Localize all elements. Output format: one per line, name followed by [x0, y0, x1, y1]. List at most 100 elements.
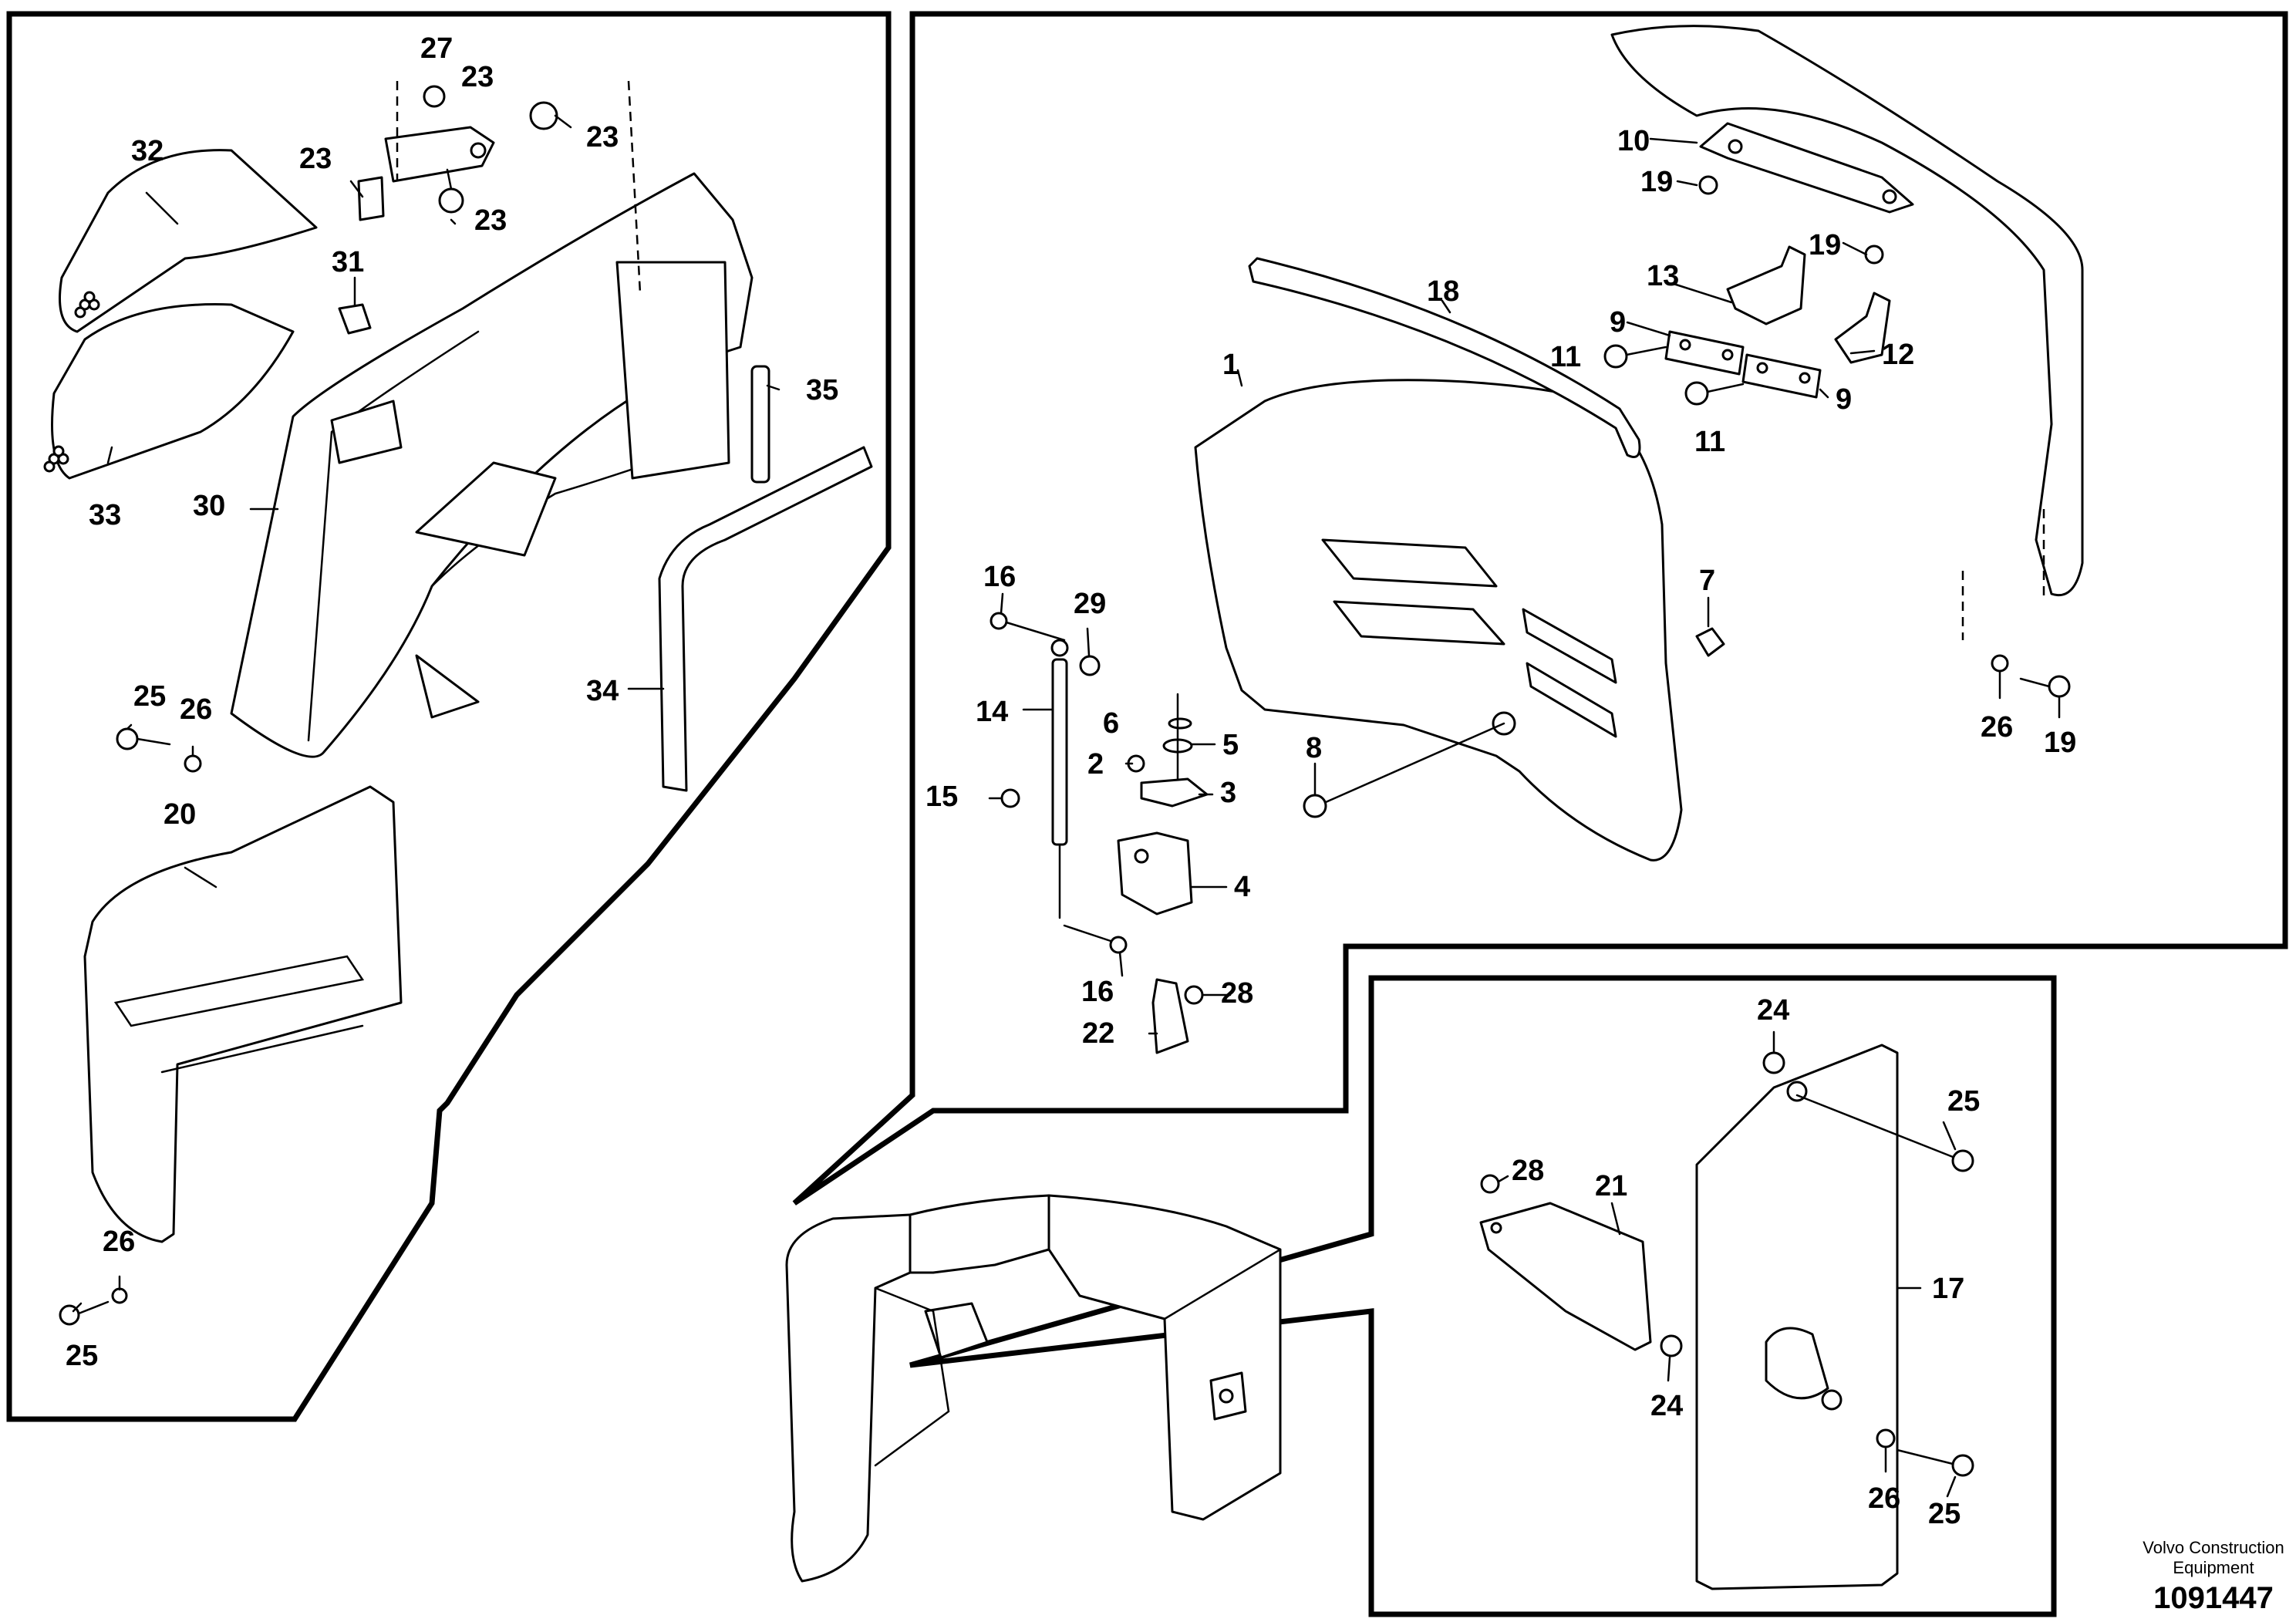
callout-9-upper: 9 — [1610, 306, 1626, 339]
window-panel-32 — [59, 149, 318, 333]
bolt-27 — [423, 85, 446, 108]
callout-23-top: 23 — [461, 61, 494, 93]
clip-6 — [1168, 693, 1192, 781]
cover-plate-17 — [1695, 1044, 1899, 1590]
window-panel-33 — [43, 303, 295, 480]
callout-30: 30 — [193, 490, 225, 522]
bolt-11-upper — [1603, 344, 1667, 369]
callout-1: 1 — [1222, 349, 1239, 381]
brand-line-1: Volvo Construction — [2143, 1538, 2284, 1557]
callout-23-lower: 23 — [474, 204, 507, 237]
callout-14: 14 — [976, 696, 1008, 728]
counterweight-frame — [1610, 25, 2084, 640]
bolt-19-lower — [2019, 675, 2071, 698]
footer: Volvo Construction Equipment 1091447 — [2143, 1538, 2284, 1615]
hood-cover-30 — [230, 172, 754, 758]
left-leader-lines — [72, 114, 781, 1313]
bolt-16-upper — [990, 612, 1066, 642]
bracket-23-assembly — [357, 80, 642, 294]
bolt-28-lower — [1480, 1174, 1500, 1194]
callout-17: 17 — [1932, 1273, 1964, 1305]
clip-7 — [1695, 627, 1725, 657]
callout-8: 8 — [1306, 732, 1322, 764]
callout-22: 22 — [1082, 1017, 1114, 1050]
washer-26-right — [1991, 654, 2009, 673]
bolt-19-middle — [1864, 244, 1884, 265]
bolt-19-upper — [1698, 175, 1718, 195]
bracket-10 — [1699, 122, 1914, 214]
callout-29: 29 — [1074, 588, 1106, 620]
bracket-21 — [1479, 1202, 1652, 1351]
callout-13: 13 — [1647, 260, 1679, 292]
washer-15 — [1000, 788, 1020, 808]
latch-part-31 — [338, 303, 372, 335]
plate-9-lower — [1741, 353, 1822, 399]
callout-23-right: 23 — [586, 121, 619, 153]
callout-20: 20 — [164, 798, 196, 831]
callout-11-upper: 11 — [1550, 341, 1581, 373]
callout-19-lower: 19 — [2044, 727, 2076, 759]
callout-26-right: 26 — [1981, 711, 2013, 744]
callout-32: 32 — [131, 135, 164, 167]
striker-22 — [1151, 978, 1189, 1054]
lower-right-detail-frame — [909, 975, 2057, 1617]
side-cover-20 — [83, 785, 403, 1243]
callout-25-left-lower: 25 — [66, 1340, 98, 1372]
callout-19-middle: 19 — [1809, 229, 1841, 261]
callout-21: 21 — [1595, 1170, 1627, 1202]
callout-15: 15 — [925, 781, 958, 813]
washer-26-left-upper — [184, 754, 202, 773]
callout-10: 10 — [1617, 125, 1650, 157]
callout-26-lower-right: 26 — [1868, 1482, 1900, 1515]
nut-29 — [1079, 655, 1101, 676]
callout-9-lower: 9 — [1836, 383, 1852, 416]
bracket-13 — [1726, 245, 1806, 325]
callout-24-upper: 24 — [1757, 994, 1789, 1027]
callout-12: 12 — [1882, 339, 1914, 371]
washer-26-lower-right — [1876, 1428, 1896, 1448]
gas-spring-14 — [1050, 639, 1069, 919]
callout-27: 27 — [420, 32, 453, 65]
brand-line-2: Equipment — [2173, 1558, 2254, 1577]
washer-24-lower — [1660, 1334, 1683, 1357]
lower-right-leader-lines — [1497, 1030, 1957, 1498]
seal-strip-18 — [1248, 257, 1641, 458]
seal-strip-35 — [750, 365, 770, 484]
callout-25-lower-right-lower: 25 — [1928, 1498, 1961, 1530]
left-detail-frame — [6, 11, 892, 1422]
callout-28-upper: 28 — [1221, 977, 1253, 1010]
callout-7: 7 — [1699, 565, 1715, 597]
bolt-25-lower-right-lower — [1896, 1448, 1974, 1477]
callout-33: 33 — [89, 499, 121, 531]
callout-25-left-upper: 25 — [133, 680, 166, 713]
side-cover-1 — [1194, 379, 1683, 862]
callout-11-lower: 11 — [1694, 426, 1725, 458]
washer-26-left-lower — [111, 1287, 128, 1304]
callout-34: 34 — [586, 675, 619, 707]
callout-5: 5 — [1222, 729, 1239, 761]
callout-19-upper: 19 — [1640, 166, 1673, 198]
callout-28-lower: 28 — [1512, 1155, 1544, 1187]
bolt-11-lower — [1684, 381, 1745, 406]
callout-6: 6 — [1103, 707, 1119, 740]
bracket-4 — [1117, 831, 1193, 916]
callout-25-lower-right-upper: 25 — [1947, 1085, 1980, 1118]
callout-18: 18 — [1427, 275, 1459, 308]
callout-26-left-lower: 26 — [103, 1226, 135, 1258]
washer-8 — [1303, 722, 1505, 818]
bolt-25-left-upper — [116, 727, 171, 750]
callout-16-lower: 16 — [1081, 976, 1114, 1008]
callout-labels: 27 23 23 23 23 32 31 35 33 30 34 25 26 2… — [66, 32, 2076, 1530]
overview-counterweight-assembly — [785, 1194, 1282, 1583]
callout-4: 4 — [1234, 871, 1250, 903]
callout-2: 2 — [1087, 748, 1104, 781]
bolt-25-left-lower — [59, 1300, 110, 1326]
seal-strip-34 — [658, 446, 873, 792]
latch-3 — [1140, 777, 1209, 808]
bolt-25-lower-right-upper — [1795, 1094, 1974, 1172]
callout-3: 3 — [1220, 777, 1236, 809]
callout-23-left: 23 — [299, 143, 332, 175]
callout-26-left-upper: 26 — [180, 693, 212, 726]
upper-right-detail-frame — [792, 11, 2288, 1206]
